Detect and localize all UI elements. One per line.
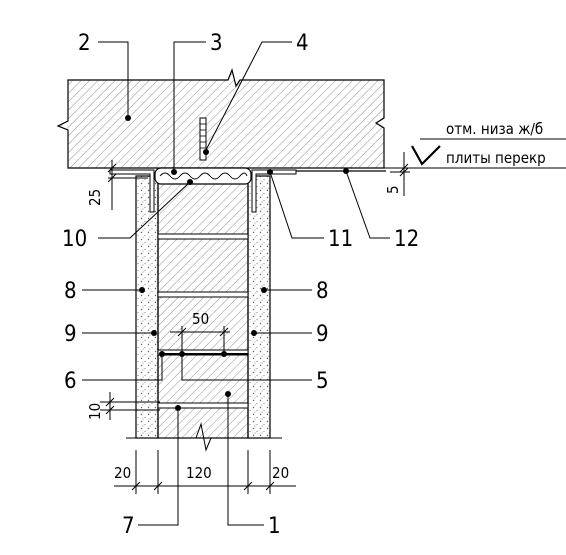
callout-10: 10: [62, 227, 87, 252]
dim-slab-gap: 5: [384, 185, 402, 194]
anchor-bolt: [199, 117, 207, 161]
top-filler: [154, 167, 252, 185]
block-wall: [157, 181, 249, 439]
dim-plaster-left: 20: [114, 464, 131, 482]
concrete-slab: [56, 68, 385, 169]
dim-top-gap: 25: [86, 189, 104, 206]
callout-9-right: 9: [316, 322, 329, 347]
elevation-label-line1: отм. низа ж/б: [446, 120, 543, 138]
dim-plaster-right: 20: [272, 464, 289, 482]
elevation-mark: [384, 138, 566, 169]
callout-4: 4: [296, 31, 309, 56]
callout-11: 11: [328, 227, 353, 252]
dim-block-width: 120: [186, 464, 212, 482]
callout-1: 1: [268, 514, 281, 539]
callout-8-right: 8: [316, 279, 329, 304]
callout-3: 3: [210, 31, 223, 56]
callout-2: 2: [78, 31, 91, 56]
leader-lines: [82, 41, 390, 526]
callout-6: 6: [64, 369, 77, 394]
callout-8-left: 8: [64, 279, 77, 304]
callout-7: 7: [122, 514, 135, 539]
break-line: [126, 422, 282, 452]
callout-9-left: 9: [64, 322, 77, 347]
dim-block-step: 50: [192, 310, 209, 328]
dim-bottom-gap: 10: [86, 403, 104, 420]
plaster-right: [247, 175, 271, 439]
callout-5: 5: [316, 369, 329, 394]
elevation-label-line2: плиты перекр: [446, 149, 546, 167]
callout-12: 12: [394, 227, 419, 252]
angle-brackets: [109, 169, 297, 213]
dimension-lines: [100, 152, 410, 494]
